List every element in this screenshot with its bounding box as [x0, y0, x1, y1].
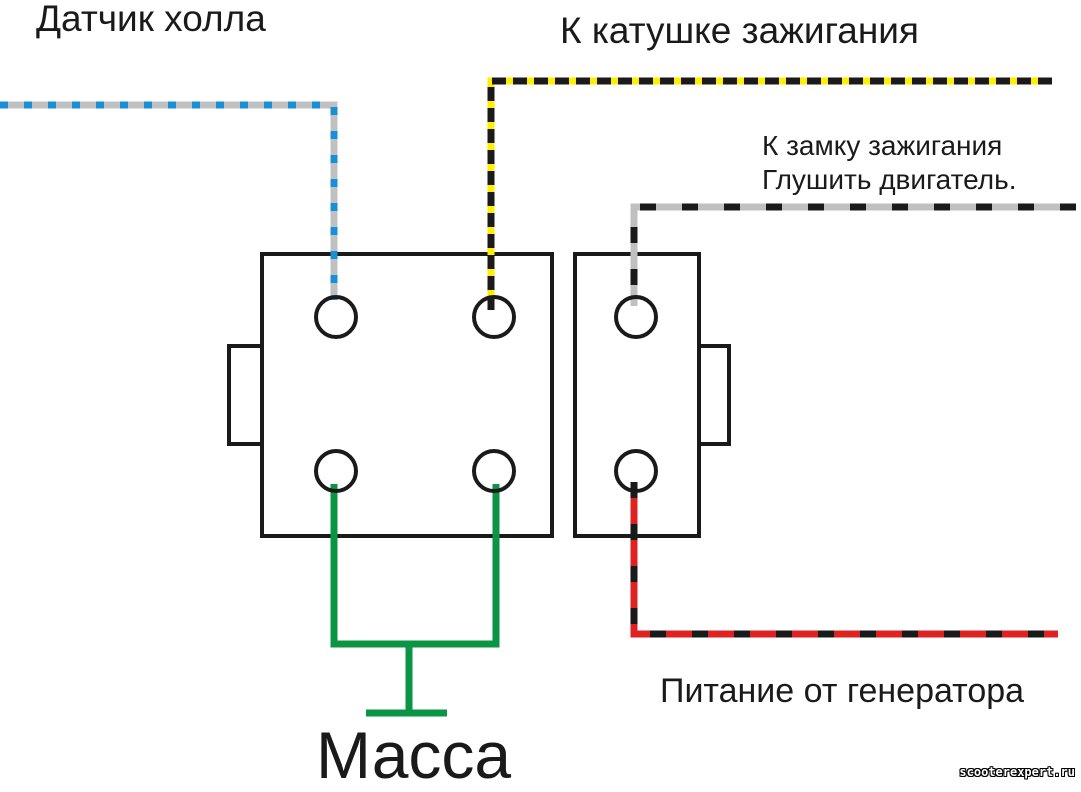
ignition-lock-wire-stripes — [630, 203, 1076, 306]
ignition-lock-label: К замку зажигания — [762, 130, 1003, 161]
hall-sensor-wire-stripes — [0, 101, 338, 300]
generator-wire-stripes — [630, 482, 1058, 638]
connector-2pin-latch — [697, 344, 731, 446]
ground-label: Масса — [316, 718, 512, 792]
pin-ignition-coil — [472, 295, 516, 339]
hall-sensor-wire — [0, 101, 338, 300]
pin-hall-sensor — [314, 295, 358, 339]
watermark: scooterexpert.ru — [959, 765, 1075, 779]
pin-ground-right — [472, 449, 516, 493]
pin-ignition-lock — [614, 295, 658, 339]
ignition-coil-wire — [487, 77, 1052, 310]
connector-4pin-latch — [227, 344, 264, 446]
ignition-coil-label: К катушке зажигания — [560, 10, 919, 51]
pin-ground-left — [314, 449, 358, 493]
generator-power-label: Питание от генератора — [660, 672, 1025, 710]
hall-sensor-label: Датчик холла — [36, 0, 266, 39]
engine-stop-label: Глушить двигатель. — [762, 164, 1017, 195]
connector-4pin-body — [260, 252, 554, 538]
ground-wire — [330, 484, 500, 717]
pin-generator — [614, 449, 658, 493]
